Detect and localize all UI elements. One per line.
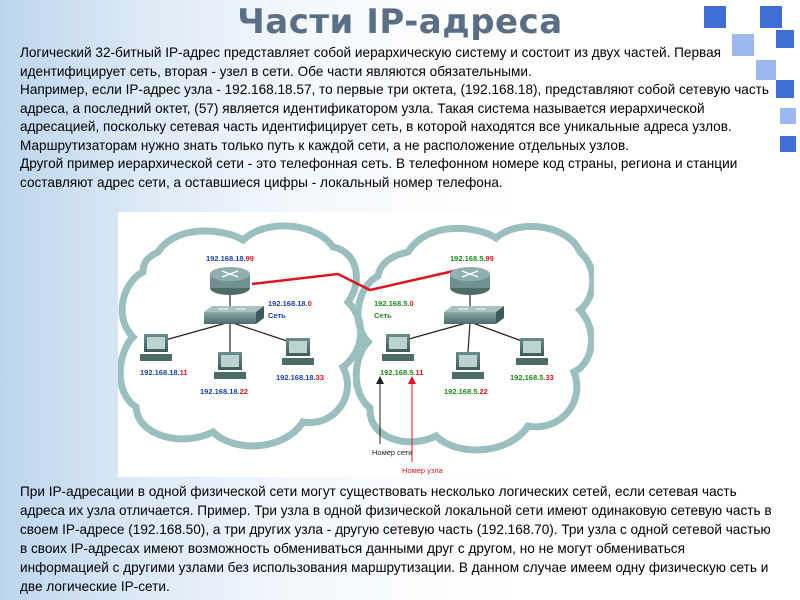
right-network-cloud xyxy=(352,222,597,454)
router-address: 192.168.18.99 xyxy=(206,254,254,263)
computer-icon xyxy=(516,338,548,365)
computer-icon xyxy=(214,352,246,379)
router-icon xyxy=(210,267,250,295)
network-address: 192.168.18.0 xyxy=(268,299,312,308)
host-number-label: Номер узла xyxy=(402,466,444,475)
network-label: Сеть xyxy=(268,311,286,320)
pointer-arrows xyxy=(376,376,416,462)
host-address: 192.168.5.33 xyxy=(510,373,554,382)
computer-icon xyxy=(382,334,414,361)
bottom-text: При IP-адресации в одной физической сети… xyxy=(20,482,772,596)
paragraph: Логический 32-битный IP-адрес представля… xyxy=(20,45,722,79)
network-diagram-svg: 192.168.18.99 192.168.18.0 Сеть 192.168.… xyxy=(116,222,597,475)
page-title: Части IP-адреса xyxy=(237,2,563,42)
computer-icon xyxy=(282,338,314,365)
computer-icon xyxy=(452,352,484,379)
host-address: 192.168.5.22 xyxy=(444,387,488,396)
computer-icon xyxy=(140,334,172,361)
decorative-squares xyxy=(704,6,796,152)
host-address: 192.168.18.11 xyxy=(140,368,188,377)
router-icon xyxy=(450,267,490,295)
network-address: 192.168.5.0 xyxy=(374,299,414,308)
paragraph: При IP-адресации в одной физической сети… xyxy=(20,484,772,594)
network-number-label: Номер сети xyxy=(372,448,412,457)
network-diagram: 192.168.18.99 192.168.18.0 Сеть 192.168.… xyxy=(116,212,597,477)
host-address: 192.168.18.33 xyxy=(276,373,324,382)
network-label: Сеть xyxy=(374,311,392,320)
paragraph: Например, если IP-адрес узла - 192.168.1… xyxy=(20,82,769,153)
left-network-cloud xyxy=(116,222,365,450)
paragraph: Другой пример иерархической сети - это т… xyxy=(20,156,738,190)
switch-icon xyxy=(204,306,264,324)
wan-link xyxy=(251,268,459,292)
host-address: 192.168.18.22 xyxy=(200,387,248,396)
host-address: 192.168.5.11 xyxy=(380,368,423,377)
switch-icon xyxy=(444,306,504,324)
router-address: 192.168.5.99 xyxy=(450,254,494,263)
intro-text: Логический 32-битный IP-адрес представля… xyxy=(20,44,782,192)
